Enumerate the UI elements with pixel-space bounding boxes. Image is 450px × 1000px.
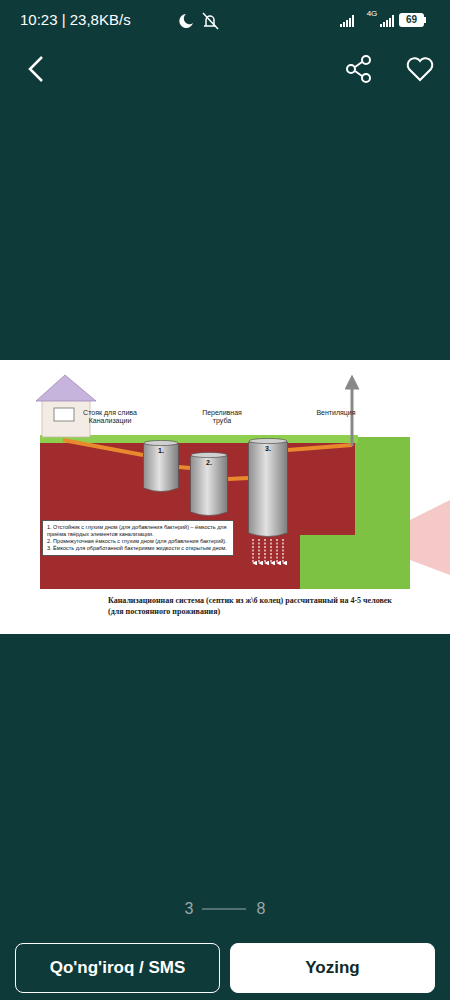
pager-line [202,908,246,909]
part-label: Переливная труба [196,409,248,425]
button-text: Qo'ng'iroq / SMS [50,958,186,978]
note-text: 3. Ёмкость для обработанной бактериями ж… [47,545,229,552]
part-label: Стояк для слива Канализации [78,409,142,425]
button-text: Yozing [305,958,359,978]
part-label: Вентиляция [312,409,360,417]
callout-number: 3. [248,445,288,452]
moon-icon [179,14,193,28]
call-button: Qo'ng'iroq / SMS [15,943,220,993]
pager-number: 3 [182,900,196,918]
overflow-pipe [179,467,190,468]
battery-level: 69 [399,14,424,26]
note-text: 2. Промежуточная ёмкость с глухим дном (… [47,538,229,545]
septic-tank: 1. [143,440,179,492]
callout-number: 2. [190,459,228,466]
image-panel [0,360,450,634]
green-block [300,437,410,589]
status-text: 10:23 | 23,8KB/s [20,11,190,28]
callout-number: 1. [143,447,179,454]
outlet-pipe [288,445,352,450]
tank-shape [248,438,288,537]
status-icons [179,13,426,29]
house [36,375,96,437]
notes-box: 1. Отстойник с глухим дном (для добавлен… [42,520,234,556]
network-type: 4G [364,9,380,18]
battery-icon [399,13,424,27]
back-arrow [30,57,42,81]
pager-number: 8 [254,900,268,918]
inlet-pipe [63,440,143,455]
pink-shape [410,500,450,575]
write-button: Yozing [230,943,435,993]
septic-tank: 3. [248,438,288,537]
heart-icon [408,58,433,80]
note-text: 1. Отстойник с глухим дном (для добавлен… [47,524,229,538]
share-icon [347,56,370,82]
mute-icon [203,13,218,29]
caption: Канализационная система (септик из ж\б к… [108,596,408,618]
drainage-arrows [253,539,283,563]
septic-tank: 2. [190,452,228,516]
overflow-pipe [228,478,248,479]
